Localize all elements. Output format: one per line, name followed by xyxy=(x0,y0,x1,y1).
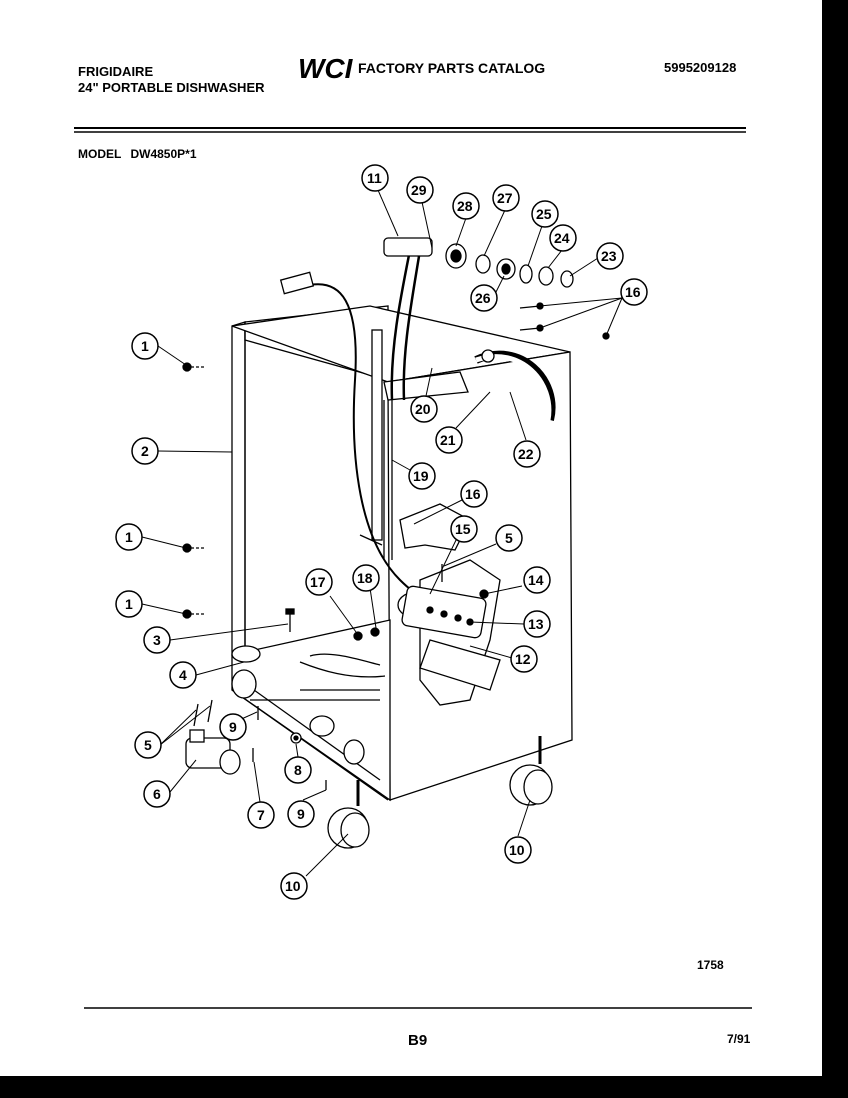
callout-17: 17 xyxy=(310,574,326,590)
callout-8: 8 xyxy=(294,762,302,778)
callout-10-left: 10 xyxy=(285,878,301,894)
product-name: 24" PORTABLE DISHWASHER xyxy=(78,80,265,95)
callout-23: 23 xyxy=(601,248,617,264)
callout-16-top: 16 xyxy=(625,284,641,300)
wci-logo: WCI xyxy=(298,53,354,82)
callout-4: 4 xyxy=(179,667,187,683)
callout-27: 27 xyxy=(497,190,513,206)
callout-29: 29 xyxy=(411,182,427,198)
callout-10-right: 10 xyxy=(509,842,525,858)
logo-text: WCI xyxy=(298,53,354,82)
callout-20: 20 xyxy=(415,401,431,417)
callout-28-top: 28 xyxy=(457,198,473,214)
callout-22: 22 xyxy=(518,446,534,462)
callout-9-upper: 9 xyxy=(229,719,237,735)
brand-name: FRIGIDAIRE xyxy=(78,64,154,79)
callout-6: 6 xyxy=(153,786,161,802)
model-label: MODEL xyxy=(78,147,122,161)
callout-21: 21 xyxy=(440,432,456,448)
page-id: B9 xyxy=(408,1032,428,1049)
callout-25: 25 xyxy=(536,206,552,222)
model-value: DW4850P*1 xyxy=(130,147,197,161)
catalog-title: FACTORY PARTS CATALOG xyxy=(358,60,546,76)
callout-1-bottom: 1 xyxy=(125,596,133,612)
exploded-parts-diagram xyxy=(74,127,752,1009)
callout-19: 19 xyxy=(413,468,429,484)
callout-24: 24 xyxy=(554,230,570,246)
callout-26: 26 xyxy=(475,290,491,306)
model-line: MODEL DW4850P*1 xyxy=(78,147,197,161)
catalog-sheet: 1 2 1 1 3 4 5 6 7 8 9 9 10 10 11 29 28 2… xyxy=(0,0,822,1076)
callout-1-mid: 1 xyxy=(125,529,133,545)
catalog-part-number: 5995209128 xyxy=(664,60,737,75)
callout-9-lower: 9 xyxy=(297,806,305,822)
cabinet-drawing xyxy=(182,237,610,849)
callout-11: 11 xyxy=(367,170,382,186)
callout-5-right: 5 xyxy=(505,530,513,546)
callout-14: 14 xyxy=(528,572,544,588)
callout-3: 3 xyxy=(153,632,161,648)
callout-13: 13 xyxy=(528,616,544,632)
callout-group xyxy=(115,164,648,900)
callout-1-top: 1 xyxy=(141,338,149,354)
callout-16-mid: 16 xyxy=(465,486,481,502)
leader-lines xyxy=(141,189,623,877)
callout-5-left: 5 xyxy=(144,737,152,753)
callout-18: 18 xyxy=(357,570,373,586)
figure-number: 1758 xyxy=(697,958,724,972)
callout-12: 12 xyxy=(515,651,531,667)
callout-7: 7 xyxy=(257,807,265,823)
revision-date: 7/91 xyxy=(727,1032,751,1046)
callout-15: 15 xyxy=(455,521,471,537)
callout-2: 2 xyxy=(141,443,149,459)
